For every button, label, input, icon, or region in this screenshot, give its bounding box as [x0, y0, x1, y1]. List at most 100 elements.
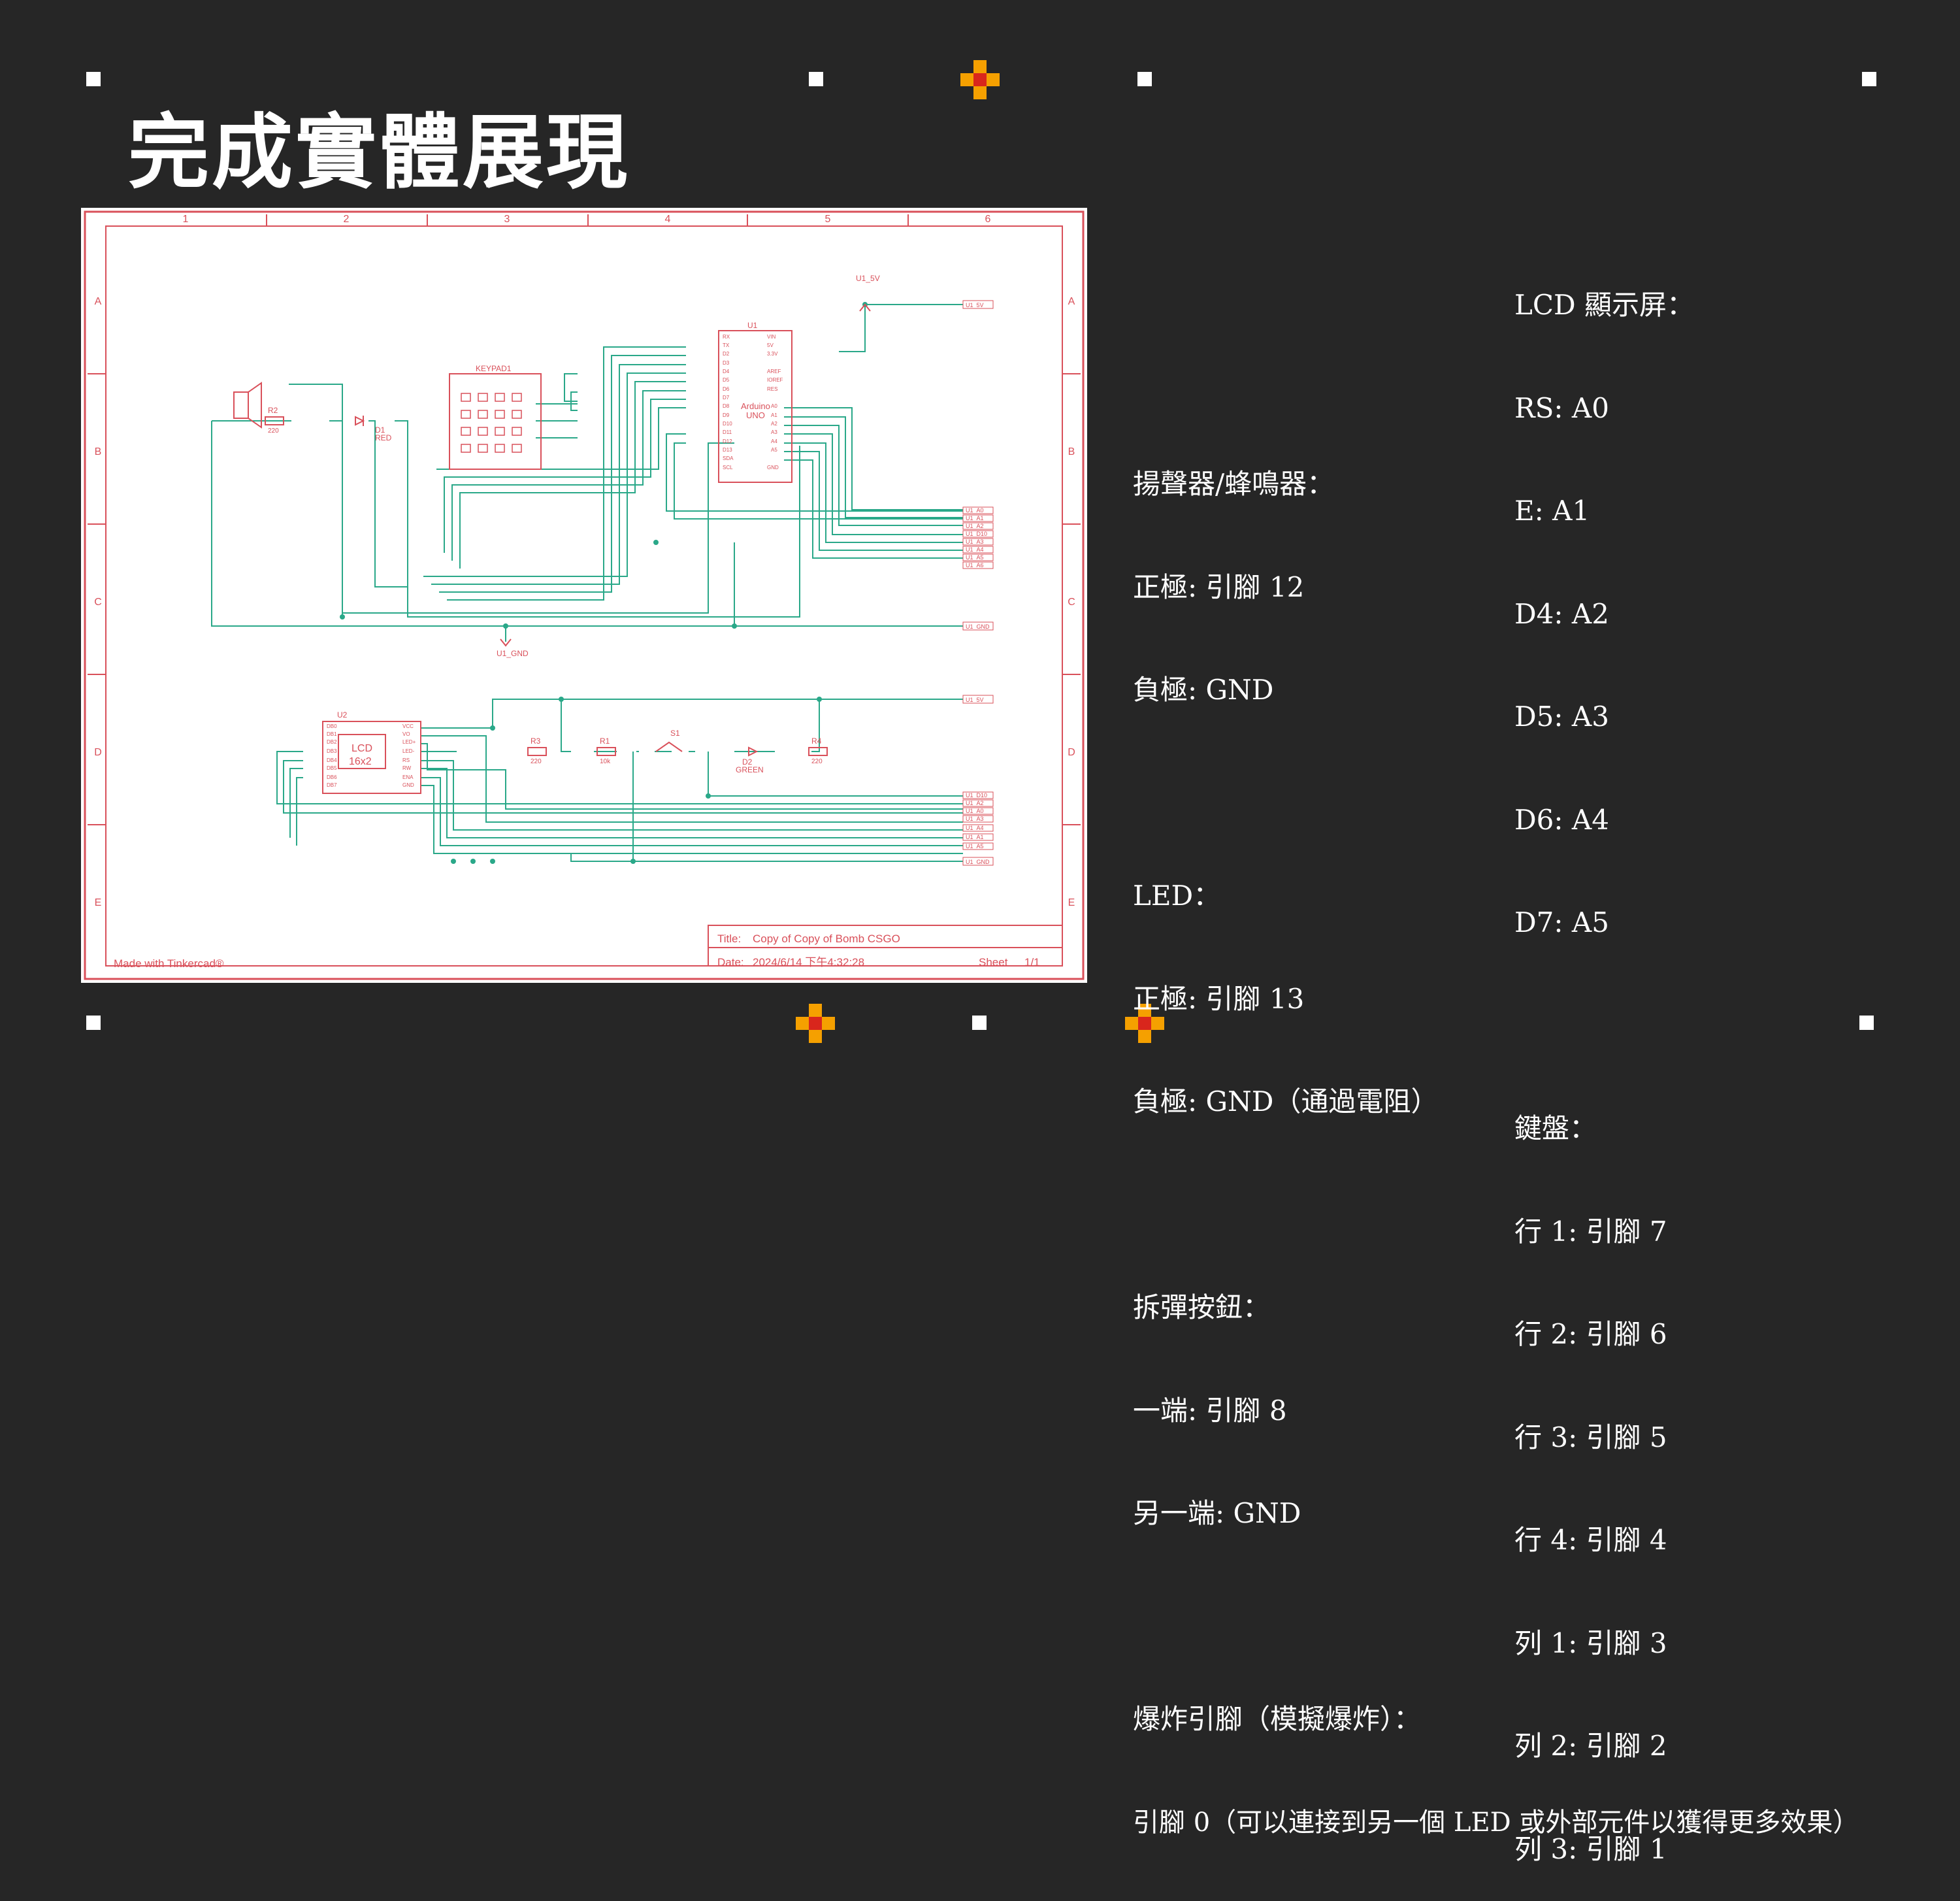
lcd-name: LCD	[351, 743, 372, 754]
net-label: U1_5V	[966, 697, 984, 703]
decor-cross	[1125, 1004, 1164, 1043]
note-line	[1133, 776, 1859, 811]
row-label: D	[94, 747, 102, 758]
svg-text:DB3: DB3	[327, 748, 337, 754]
s1-label: S1	[670, 729, 680, 738]
note-line	[1133, 1600, 1859, 1634]
keypad-label: KEYPAD1	[476, 364, 512, 373]
r2-value: 220	[268, 427, 279, 435]
title-block-value: Copy of Copy of Bomb CSGO	[753, 933, 900, 945]
wires-lower	[276, 699, 963, 862]
note-line: 行 1: 引腳 7	[1514, 1215, 1667, 1248]
col-label: 5	[825, 214, 831, 225]
svg-text:A1: A1	[771, 412, 777, 418]
svg-text:DB5: DB5	[327, 765, 337, 771]
decor-square	[1859, 1016, 1874, 1030]
r1-label: R1	[600, 736, 610, 746]
note-line: 列 1: 引腳 3	[1514, 1627, 1667, 1659]
note-line: 行 3: 引腳 5	[1514, 1421, 1667, 1453]
net-label: U1_D10	[966, 531, 987, 537]
svg-text:DB7: DB7	[327, 782, 337, 788]
svg-text:VO: VO	[402, 731, 410, 737]
net-label: U1_A3	[966, 816, 984, 822]
row-label: B	[1068, 446, 1075, 457]
svg-text:A2: A2	[771, 421, 777, 427]
row-label: A	[1068, 296, 1075, 307]
keypad-grid	[461, 393, 522, 453]
resistor-r1	[596, 747, 616, 756]
note-line: 負極: GND（通過電阻）	[1133, 1085, 1439, 1117]
net-label: U1_A6	[966, 562, 984, 569]
svg-text:D3: D3	[723, 360, 730, 366]
lcd-screen	[338, 734, 386, 769]
u1-gnd-arrow	[500, 638, 512, 647]
net-label: U1_GND	[966, 623, 990, 630]
d1-label: D1	[375, 425, 385, 435]
svg-text:A0: A0	[771, 403, 777, 409]
notes-left: 揚聲器/蜂鳴器： 正極: 引腳 12 負極: GND LED： 正極: 引腳 1…	[1133, 399, 1859, 1874]
note-line: 行 2: 引腳 6	[1514, 1318, 1667, 1350]
note-line: 正極: 引腳 12	[1133, 570, 1305, 603]
svg-text:LED+: LED+	[402, 739, 416, 745]
svg-text:LED-: LED-	[402, 748, 415, 754]
svg-text:D5: D5	[723, 377, 730, 383]
u2-label: U2	[337, 710, 348, 719]
decor-square	[809, 72, 823, 86]
net-label: U1_D10	[966, 792, 987, 799]
row-label: E	[1068, 897, 1075, 908]
wires-upper	[211, 304, 963, 642]
speaker-cone	[248, 382, 262, 429]
svg-text:D6: D6	[723, 386, 730, 392]
svg-text:DB0: DB0	[327, 723, 337, 729]
svg-text:D11: D11	[723, 429, 732, 435]
note-line: 正極: 引腳 13	[1133, 982, 1305, 1015]
note-line	[1133, 1188, 1859, 1223]
svg-text:RES: RES	[767, 386, 777, 392]
svg-text:RX: RX	[723, 334, 730, 340]
net-5v-label: U1_5V	[856, 274, 880, 283]
svg-text:A4: A4	[771, 438, 777, 444]
net-gnd-label: U1_GND	[497, 649, 529, 658]
net-label: U1_A2	[966, 523, 984, 529]
row-label: C	[1068, 597, 1075, 608]
row-label: A	[95, 296, 102, 307]
svg-text:D8: D8	[723, 403, 730, 409]
r3-value: 220	[531, 758, 542, 765]
note-line: 列 3: 引腳 1	[1514, 1832, 1667, 1865]
decor-square	[972, 1016, 987, 1030]
speaker-body	[233, 391, 249, 419]
note-line: 行 4: 引腳 4	[1514, 1524, 1667, 1556]
lcd-u2	[322, 721, 421, 794]
r1-value: 10k	[600, 758, 611, 765]
svg-text:D10: D10	[723, 421, 732, 427]
note-line: 爆炸引腳（模擬爆炸）：	[1133, 1703, 1422, 1735]
arduino-u1	[718, 330, 792, 483]
decor-square	[1137, 72, 1152, 86]
net-label: U1_A1	[966, 834, 984, 840]
svg-text:A3: A3	[771, 429, 777, 435]
note-line: D6: A4	[1514, 803, 1609, 836]
decor-square	[86, 1016, 101, 1030]
note-line: 負極: GND	[1133, 674, 1274, 706]
row-label: E	[95, 897, 102, 908]
keypad1	[449, 373, 542, 470]
note-line: D4: A2	[1514, 597, 1609, 630]
svg-text:TX: TX	[723, 342, 730, 348]
net-label: U1_A4	[966, 546, 984, 553]
note-line: 鍵盤：	[1514, 1112, 1597, 1144]
col-label: 3	[504, 214, 510, 225]
led-d1	[355, 416, 365, 426]
net-label: U1_A0	[966, 507, 984, 514]
net-label: U1_A1	[966, 515, 984, 521]
svg-text:RS: RS	[402, 757, 410, 763]
resistor-r2	[265, 416, 284, 425]
svg-text:5V: 5V	[767, 342, 774, 348]
svg-text:SCL: SCL	[723, 465, 733, 471]
net-label: U1_5V	[966, 302, 984, 308]
svg-text:DB1: DB1	[327, 731, 337, 737]
date-label: Date:	[717, 956, 744, 968]
u1-label: U1	[747, 321, 758, 330]
note-line	[1514, 1009, 1694, 1044]
led-d2	[748, 746, 759, 757]
col-label: 4	[665, 214, 671, 225]
